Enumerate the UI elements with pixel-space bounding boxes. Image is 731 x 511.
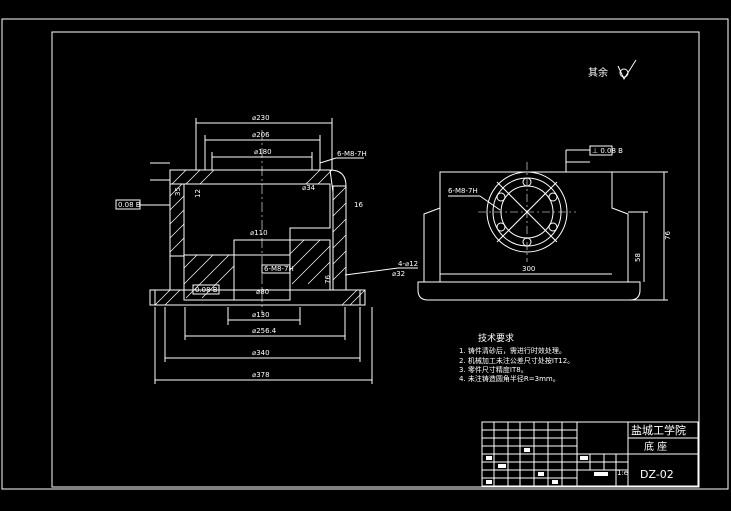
title-drawing-number: DZ-02	[640, 468, 674, 481]
hatch-left-wall	[169, 183, 185, 257]
callout-side-holes: 6-M8-7H	[448, 187, 478, 195]
tech-item-4: 4. 未注铸造圆角半径R=3mm。	[459, 374, 560, 383]
tech-item-3: 3. 零件尺寸精度IT8。	[459, 365, 528, 374]
outer-frame	[1, 18, 729, 490]
callout-4-d12: 4-⌀12	[398, 260, 418, 268]
dim-35: 35	[174, 187, 182, 196]
hatch-top	[171, 169, 333, 185]
front-section-view: ⌀230 ⌀206 ⌀180 ⌀110 ⌀80 ⌀34 16 12 35 76 …	[115, 114, 418, 384]
tolerance-frame-bottom	[192, 284, 220, 295]
tech-item-1: 1. 铸件清砂后，需进行时效处理。	[459, 346, 566, 355]
title-scale-mark: 1:e	[617, 469, 628, 477]
dim-side-height: 76	[664, 231, 672, 240]
dim-d378: ⌀378	[252, 371, 270, 379]
drawing-border	[51, 31, 700, 488]
hatch-right-wall	[332, 185, 347, 291]
roughness-symbol: 其余	[588, 59, 637, 81]
callout-d32: ⌀32	[392, 270, 405, 278]
callout-inner-holes: 6-M8-7H	[264, 265, 294, 273]
tech-item-2: 2. 机械加工未注公差尺寸处按IT12。	[459, 356, 574, 365]
dim-d110: ⌀110	[250, 229, 268, 237]
dim-d230: ⌀230	[252, 114, 270, 122]
title-block: 盐城工学院 底 座 DZ-02 1:e	[481, 421, 699, 487]
hatch-base	[154, 289, 366, 306]
title-block-grid	[482, 422, 698, 486]
dim-d206: ⌀206	[252, 131, 270, 139]
dim-side-58: 58	[634, 253, 642, 262]
side-view: 6-M8-7H ⊥ 0.08 B 76 58 300	[417, 145, 672, 301]
tolerance-top-text: ⊥ 0.08 B	[592, 147, 623, 155]
dim-d130: ⌀130	[252, 311, 270, 319]
dim-300: 300	[522, 265, 535, 273]
technical-requirements: 技术要求 1. 铸件清砂后，需进行时效处理。 2. 机械加工未注公差尺寸处按IT…	[459, 332, 574, 383]
dim-d340: ⌀340	[252, 349, 270, 357]
tolerance-left-text: 0.08 B	[118, 201, 141, 209]
dim-76: 76	[324, 275, 332, 284]
dim-12: 12	[194, 189, 202, 198]
title-school: 盐城工学院	[631, 423, 686, 437]
bore-outer-circle	[486, 171, 568, 253]
dim-lines-bottom	[154, 307, 373, 384]
tech-heading: 技术要求	[478, 332, 514, 344]
dim-d80: ⌀80	[256, 288, 269, 296]
title-part-name: 底 座	[644, 440, 667, 453]
tolerance-bottom-text: 0.08 B	[195, 286, 218, 294]
dim-d256: ⌀256.4	[252, 327, 277, 335]
dim-d180: ⌀180	[254, 148, 272, 156]
dim-lines-top	[150, 118, 333, 181]
callout-holes-front: 6-M8-7H	[337, 150, 367, 158]
roughness-label: 其余	[588, 66, 608, 79]
dim-d34: ⌀34	[302, 184, 316, 192]
dim-16: 16	[354, 201, 363, 209]
